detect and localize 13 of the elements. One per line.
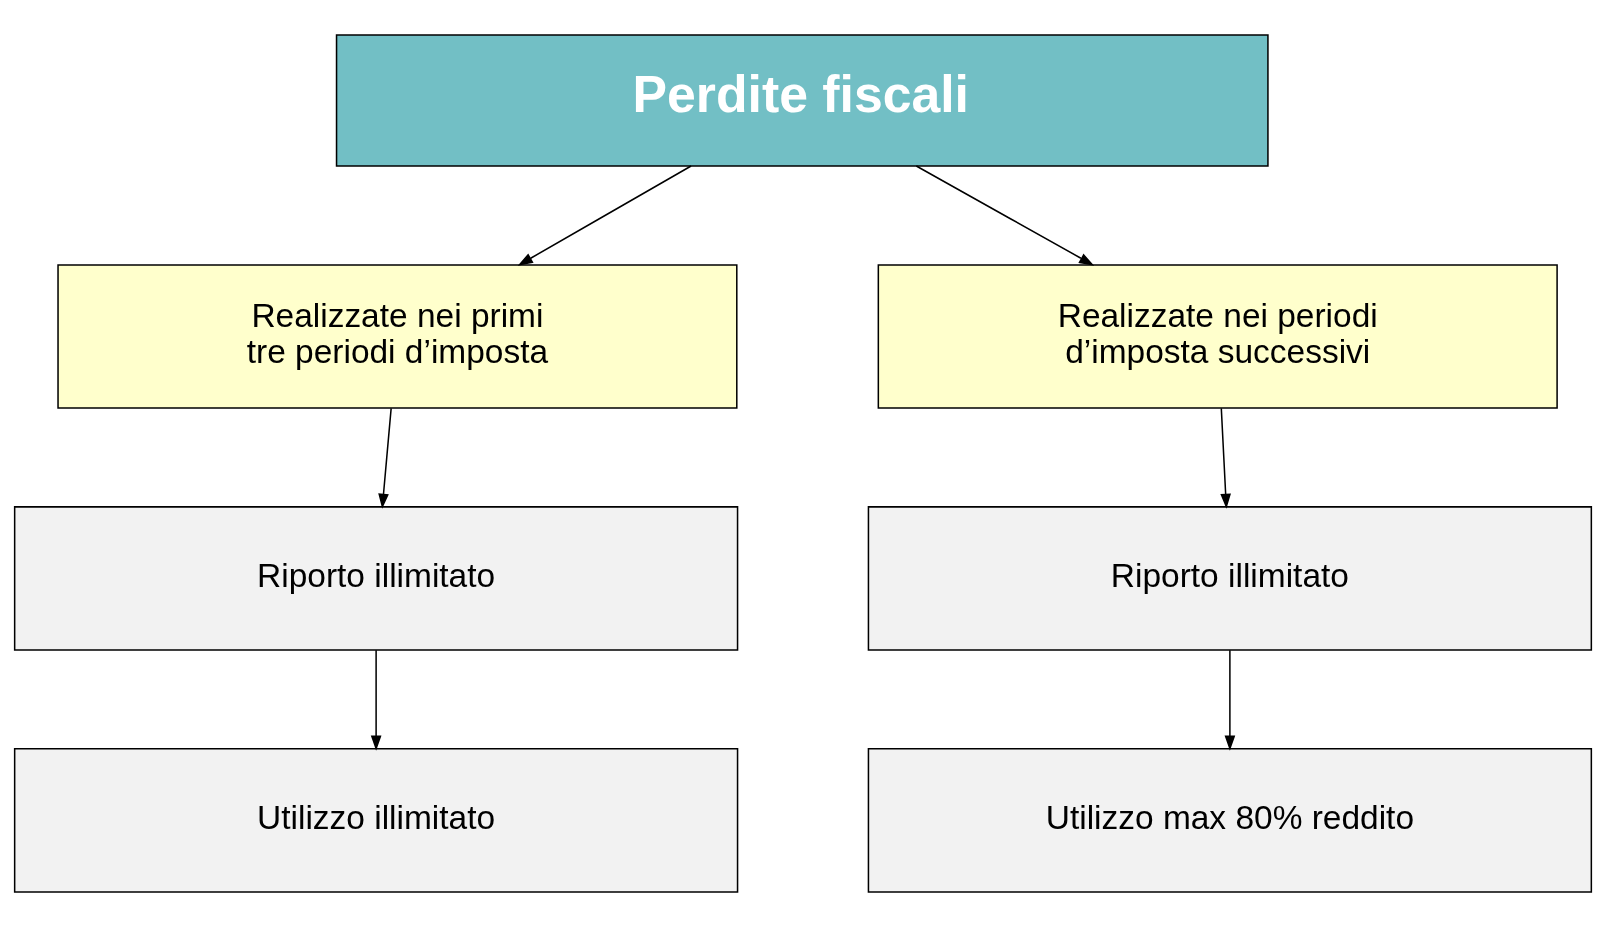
node-box: Realizzate nei primi tre periodi d’imposta <box>57 263 738 409</box>
arrow <box>378 407 392 509</box>
node-box: Realizzate nei periodi d’imposta successivi <box>877 263 1558 409</box>
arrow <box>370 649 382 751</box>
arrow <box>1224 649 1236 751</box>
arrow <box>915 164 1095 266</box>
node-box: Riporto illimitato <box>867 505 1593 651</box>
node-box: Riporto illimitato <box>13 505 739 651</box>
arrow <box>517 164 692 266</box>
node-box: Utilizzo illimitato <box>13 747 739 893</box>
node-box: Perdite fiscali <box>335 33 1269 167</box>
node-box: Utilizzo max 80% reddito <box>867 747 1593 893</box>
arrow <box>1220 407 1231 509</box>
